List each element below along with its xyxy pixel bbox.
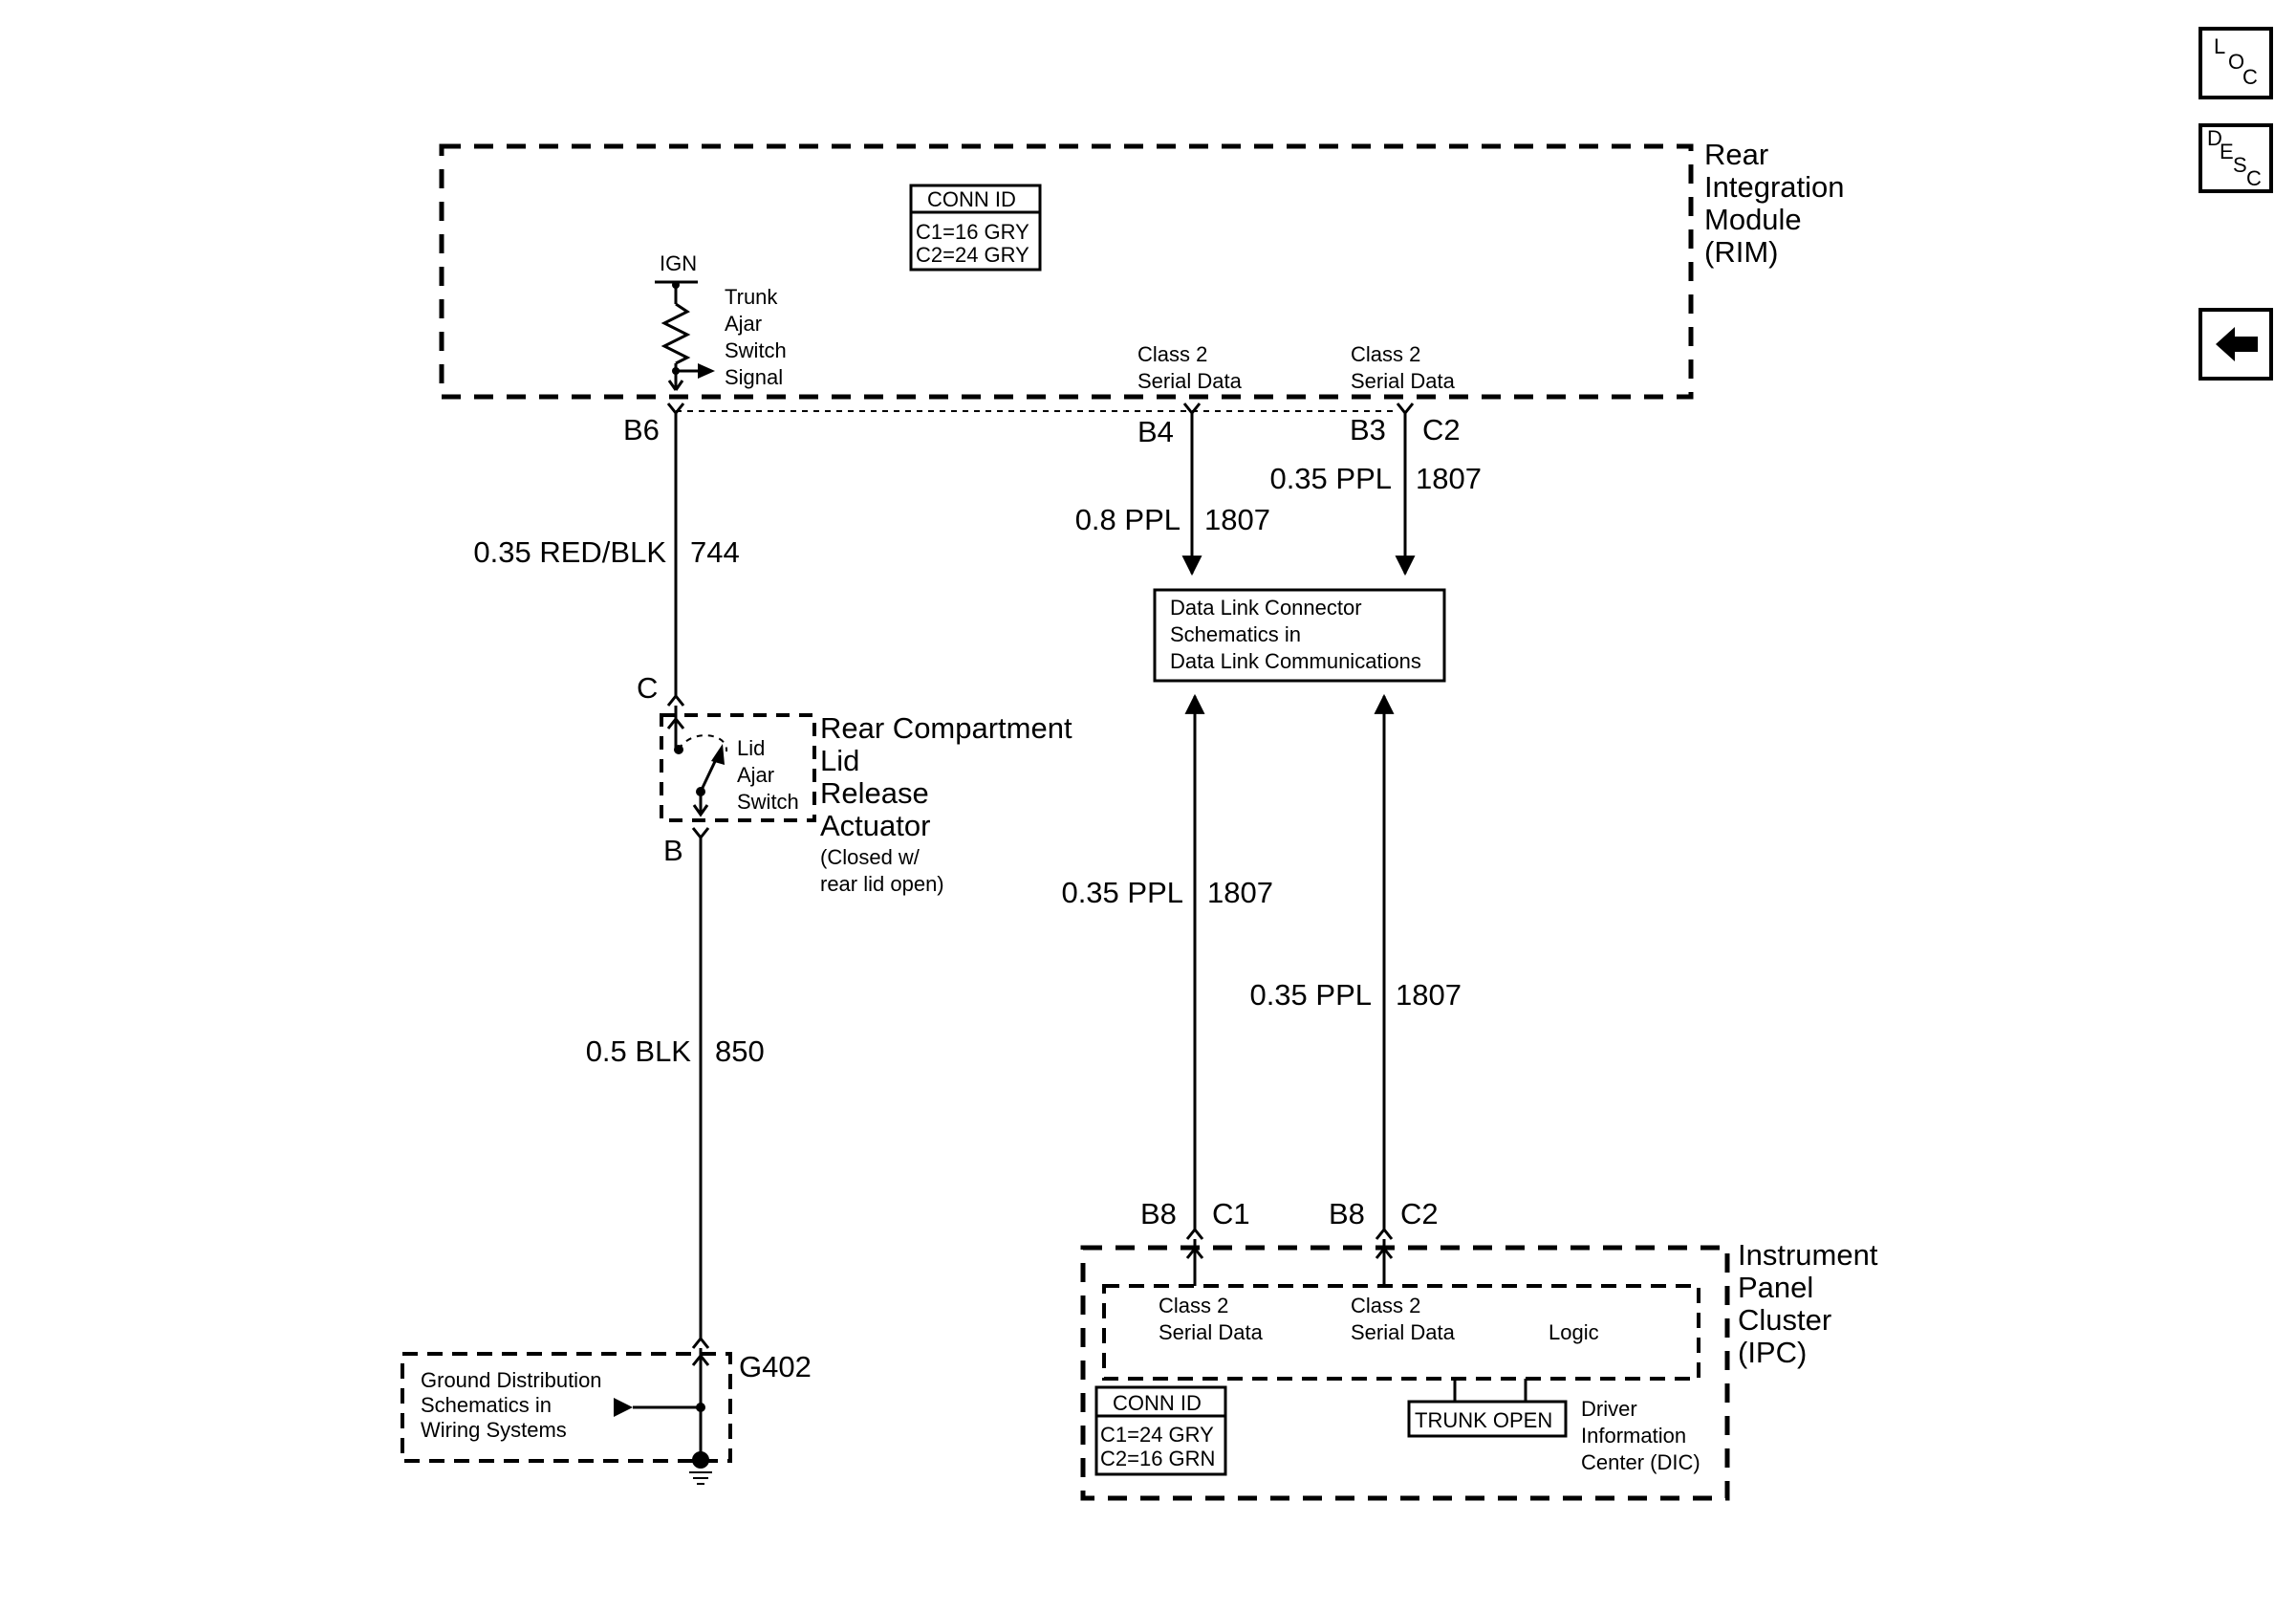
trunk-open-indicator bbox=[1407, 1400, 1568, 1438]
pin-c2-top: C2 bbox=[1422, 413, 1461, 446]
ipc-class2-right: Class 2 Serial Data bbox=[1351, 1294, 1456, 1344]
wire-850: B 0.5 BLK 850 G402 bbox=[586, 827, 812, 1383]
wire-850-gauge: 0.5 BLK bbox=[586, 1034, 692, 1068]
rim-module: Rear Integration Module (RIM) CONN ID C1… bbox=[439, 138, 1852, 412]
loc-letter-3: C bbox=[2242, 65, 2258, 89]
wire-ipc-left-gauge: 0.35 PPL bbox=[1061, 876, 1183, 909]
rim-conn-id: CONN ID C1=16 GRY C2=24 GRY bbox=[909, 184, 1042, 272]
pin-c2-bottom: C2 bbox=[1400, 1197, 1439, 1230]
pin-b6: B6 bbox=[623, 413, 660, 446]
trunk-ajar-signal-label: Trunk Ajar Switch Signal bbox=[725, 285, 792, 389]
ground-arrow-icon bbox=[614, 1398, 633, 1417]
desc-letter-4: C bbox=[2246, 166, 2262, 190]
wire-b4-circuit: 1807 bbox=[1204, 503, 1270, 536]
back-button[interactable] bbox=[2199, 308, 2273, 381]
dic-label: Driver Information Center (DIC) bbox=[1581, 1397, 1700, 1474]
pin-b8-right: B8 bbox=[1329, 1197, 1365, 1230]
loc-letter-1: L bbox=[2214, 34, 2225, 58]
wire-850-circuit: 850 bbox=[715, 1034, 765, 1068]
pin-b3: B3 bbox=[1350, 413, 1386, 446]
ipc-conn-id-title: CONN ID bbox=[1113, 1391, 1202, 1415]
rim-conn-id-title: CONN ID bbox=[927, 187, 1016, 211]
trunk-open-label: TRUNK OPEN bbox=[1415, 1408, 1552, 1432]
ipc-class2-left: Class 2 Serial Data bbox=[1159, 1294, 1264, 1344]
ipc-module: Instrument Panel Cluster (IPC) Class 2 S… bbox=[1080, 1238, 1886, 1501]
signal-arrow-icon bbox=[698, 363, 715, 379]
pin-c: C bbox=[637, 671, 658, 705]
rim-conn-id-c2: C2=24 GRY bbox=[916, 243, 1029, 267]
pin-c1-bottom: C1 bbox=[1212, 1197, 1250, 1230]
ipc-conn-id-c2: C2=16 GRN bbox=[1100, 1447, 1215, 1470]
wire-744-gauge: 0.35 RED/BLK bbox=[473, 535, 666, 569]
lid-release-actuator: Lid Ajar Switch Rear Compartment Lid Rel… bbox=[660, 706, 1080, 896]
pin-b8-left: B8 bbox=[1140, 1197, 1177, 1230]
wire-ipc-right-circuit: 1807 bbox=[1396, 978, 1462, 1012]
ground-distribution: Ground Distribution Schematics in Wiring… bbox=[401, 1348, 732, 1485]
ign-label: IGN bbox=[660, 251, 697, 275]
wire-744-circuit: 744 bbox=[690, 535, 740, 569]
resistor-symbol bbox=[661, 302, 691, 365]
loc-letter-2: O bbox=[2228, 50, 2244, 74]
wire-ipc-right-gauge: 0.35 PPL bbox=[1249, 978, 1372, 1012]
rim-title: Rear Integration Module (RIM) bbox=[1704, 138, 1852, 269]
ground-point-icon bbox=[692, 1451, 709, 1469]
wire-b3-1807: B3 C2 0.35 PPL 1807 bbox=[1269, 403, 1482, 577]
rim-class2-right: Class 2 Serial Data bbox=[1351, 342, 1456, 393]
ground-label: Ground Distribution Schematics in Wiring… bbox=[421, 1368, 608, 1442]
actuator-note: (Closed w/ rear lid open) bbox=[820, 845, 944, 896]
wire-b4-gauge: 0.8 PPL bbox=[1075, 503, 1180, 536]
wire-b3-gauge: 0.35 PPL bbox=[1269, 462, 1392, 495]
wire-b3-circuit: 1807 bbox=[1416, 462, 1482, 495]
pin-b: B bbox=[663, 834, 683, 867]
ipc-conn-id-c1: C1=24 GRY bbox=[1100, 1423, 1214, 1447]
back-arrow-icon bbox=[2216, 327, 2258, 361]
lid-ajar-switch-label: Lid Ajar Switch bbox=[737, 736, 799, 814]
wire-744: B6 0.35 RED/BLK 744 C bbox=[473, 403, 740, 707]
dlc-label: Data Link Connector Schematics in Data L… bbox=[1170, 596, 1421, 673]
desc-letter-2: E bbox=[2220, 140, 2234, 163]
desc-letter-1: D bbox=[2207, 126, 2222, 150]
desc-letter-3: S bbox=[2233, 153, 2247, 177]
wire-b4-1807: B4 0.8 PPL 1807 bbox=[1075, 403, 1270, 577]
loc-button[interactable]: L O C bbox=[2199, 27, 2273, 99]
wire-ipc-left-circuit: 1807 bbox=[1207, 876, 1273, 909]
ipc-logic-label: Logic bbox=[1549, 1320, 1599, 1344]
ipc-title: Instrument Panel Cluster (IPC) bbox=[1738, 1238, 1886, 1369]
wire-ipc-left-1807: 0.35 PPL 1807 B8 C1 bbox=[1061, 693, 1273, 1240]
wire-ipc-right-1807: 0.35 PPL 1807 B8 C2 bbox=[1249, 693, 1462, 1240]
desc-button[interactable]: D E S C bbox=[2199, 123, 2273, 193]
rim-class2-left: Class 2 Serial Data bbox=[1137, 342, 1243, 393]
pin-g402: G402 bbox=[739, 1350, 812, 1383]
pin-b4: B4 bbox=[1137, 415, 1174, 448]
ipc-conn-id: CONN ID C1=24 GRY C2=16 GRN bbox=[1094, 1385, 1227, 1476]
actuator-title: Rear Compartment Lid Release Actuator bbox=[820, 711, 1080, 842]
data-link-connector: Data Link Connector Schematics in Data L… bbox=[1153, 588, 1446, 683]
rim-conn-id-c1: C1=16 GRY bbox=[916, 220, 1029, 244]
